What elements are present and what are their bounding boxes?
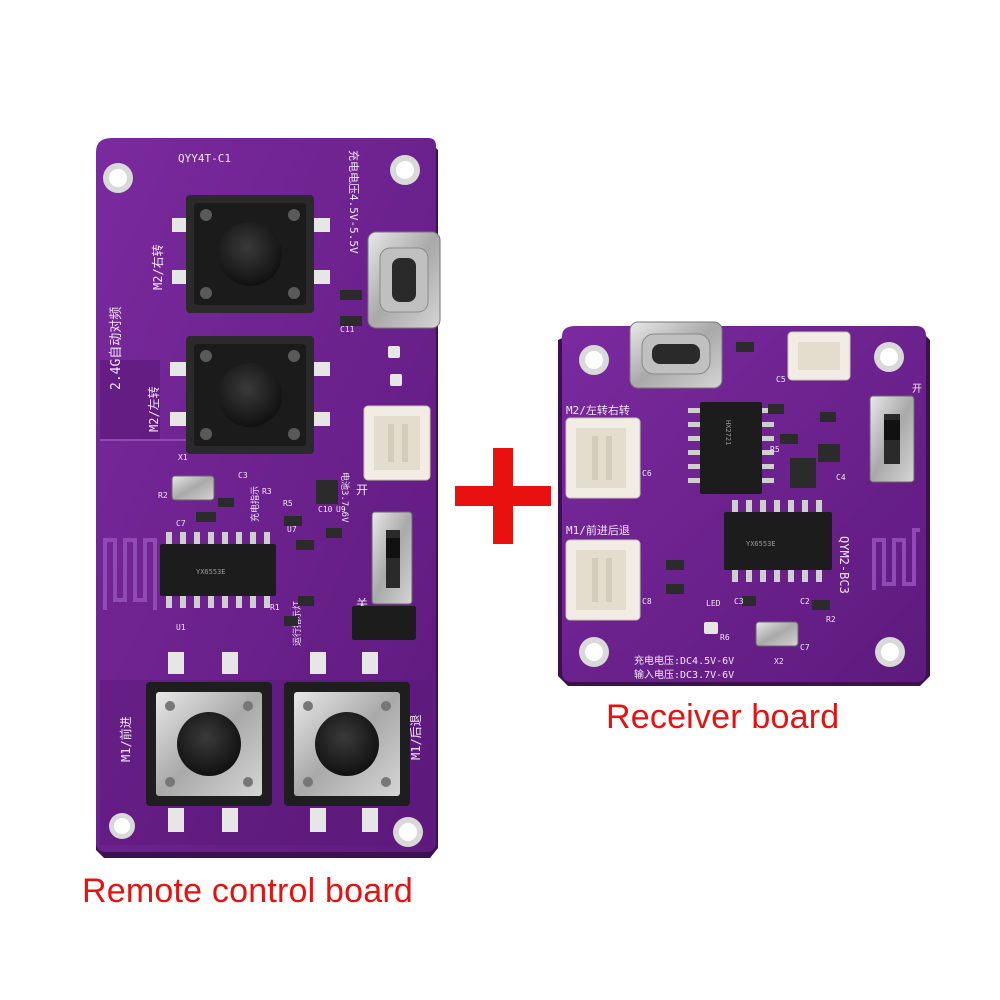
remote-led [388, 346, 400, 358]
motor-m2-connector [565, 417, 641, 499]
receiver-usb-c-port [629, 321, 723, 389]
label-c10: C10 [318, 505, 333, 514]
receiver-pcb [562, 326, 926, 682]
label-c3: C3 [238, 471, 248, 480]
remote-charge-voltage-label: 充电电压4.5V-5.5V [347, 150, 361, 254]
remote-smd-components [196, 290, 362, 626]
label-u7: U7 [287, 525, 297, 534]
remote-switch-on-label: 开 [356, 483, 368, 497]
receiver-crystal [755, 621, 799, 647]
remote-board-caption: Remote control board [82, 872, 413, 910]
label-r3: R3 [262, 487, 272, 496]
label-c11: C11 [340, 325, 355, 334]
receiver-switch-on-label: 开 [912, 384, 922, 395]
label-r5-rx: R5 [770, 445, 780, 454]
receiver-board: 开 M2/左转右转 M1/前进后退 HX2721 [558, 321, 930, 686]
motor-m1-connector [565, 539, 641, 621]
receiver-antenna [872, 528, 920, 590]
mounting-hole [109, 813, 135, 839]
receiver-board-caption: Receiver board [606, 698, 840, 736]
label-x1: X1 [178, 453, 188, 462]
mounting-hole [874, 342, 904, 372]
mounting-hole [103, 163, 133, 193]
label-c4-rx: C4 [836, 473, 846, 482]
remote-diode [352, 606, 416, 640]
button-m1-back-label: M1/后退 [409, 714, 423, 760]
receiver-main-chip: YX6553E [724, 500, 832, 582]
charge-indicator-label: 充电指示 [249, 486, 261, 522]
receiver-driver-chip: HX2721 [688, 402, 774, 494]
remote-battery-label: 电池3.7-6V [339, 472, 351, 523]
remote-crystal [171, 475, 215, 501]
button-m2-right-label: M2/右转 [150, 244, 165, 290]
pcb-antenna [103, 538, 157, 610]
remote-chip: YX6553E [160, 532, 276, 608]
button-m1-forward [146, 652, 272, 832]
label-c7-rx: C7 [800, 643, 810, 652]
button-m2-right [172, 195, 330, 313]
remote-battery-connector [363, 405, 431, 481]
button-m1-back [284, 652, 410, 832]
receiver-model-label: QYM2-BC3 [837, 536, 851, 594]
label-c2-rx: C2 [800, 597, 810, 606]
receiver-top-connector [787, 331, 851, 381]
label-r5: R5 [283, 499, 293, 508]
remote-power-switch [371, 511, 413, 605]
label-c8: C8 [642, 597, 652, 606]
label-c7: C7 [176, 519, 186, 528]
receiver-power-switch [869, 395, 915, 483]
label-c3-rx: C3 [734, 597, 744, 606]
label-r2-rx: R2 [826, 615, 836, 624]
receiver-chip-marking: YX6553E [746, 540, 776, 548]
mounting-hole [579, 345, 609, 375]
mounting-hole [393, 817, 423, 847]
label-u9: U9 [336, 505, 346, 514]
label-u1: U1 [176, 623, 186, 632]
remote-auto-pair-label: 2.4G自动对频 [109, 307, 124, 390]
receiver-led-label: LED [706, 599, 721, 608]
label-r1: R1 [270, 603, 280, 612]
button-m2-left [170, 336, 330, 454]
button-m1-forward-label: M1/前进 [118, 716, 133, 762]
motor-m2-label: M2/左转右转 [566, 403, 630, 417]
receiver-input-voltage-label: 输入电压:DC3.7V-6V [634, 668, 734, 681]
motor-m1-label: M1/前进后退 [566, 523, 630, 537]
remote-model-label: QYY4T-C1 [178, 152, 231, 165]
receiver-charge-voltage-label: 充电电压:DC4.5V-6V [634, 654, 734, 667]
receiver-chip2-marking: HX2721 [724, 420, 732, 445]
mounting-hole [390, 155, 420, 185]
button-m2-left-label: M2/左转 [146, 386, 161, 432]
label-c6: C6 [642, 469, 652, 478]
mounting-hole [579, 637, 609, 667]
remote-control-board: QYY4T-C1 充电电压4.5V-5.5V 2.4G自动对频 M2/右转 M2… [96, 138, 441, 858]
remote-chip-marking: YX6553E [196, 568, 226, 576]
receiver-smd-components [666, 342, 840, 610]
mounting-hole [875, 637, 905, 667]
plus-symbol [455, 448, 551, 544]
label-r2: R2 [158, 491, 168, 500]
remote-usb-c-port [367, 231, 441, 329]
receiver-led [704, 622, 718, 634]
label-x2: X2 [774, 657, 784, 666]
remote-led [390, 374, 402, 386]
label-c5: C5 [776, 375, 786, 384]
label-r6: R6 [720, 633, 730, 642]
